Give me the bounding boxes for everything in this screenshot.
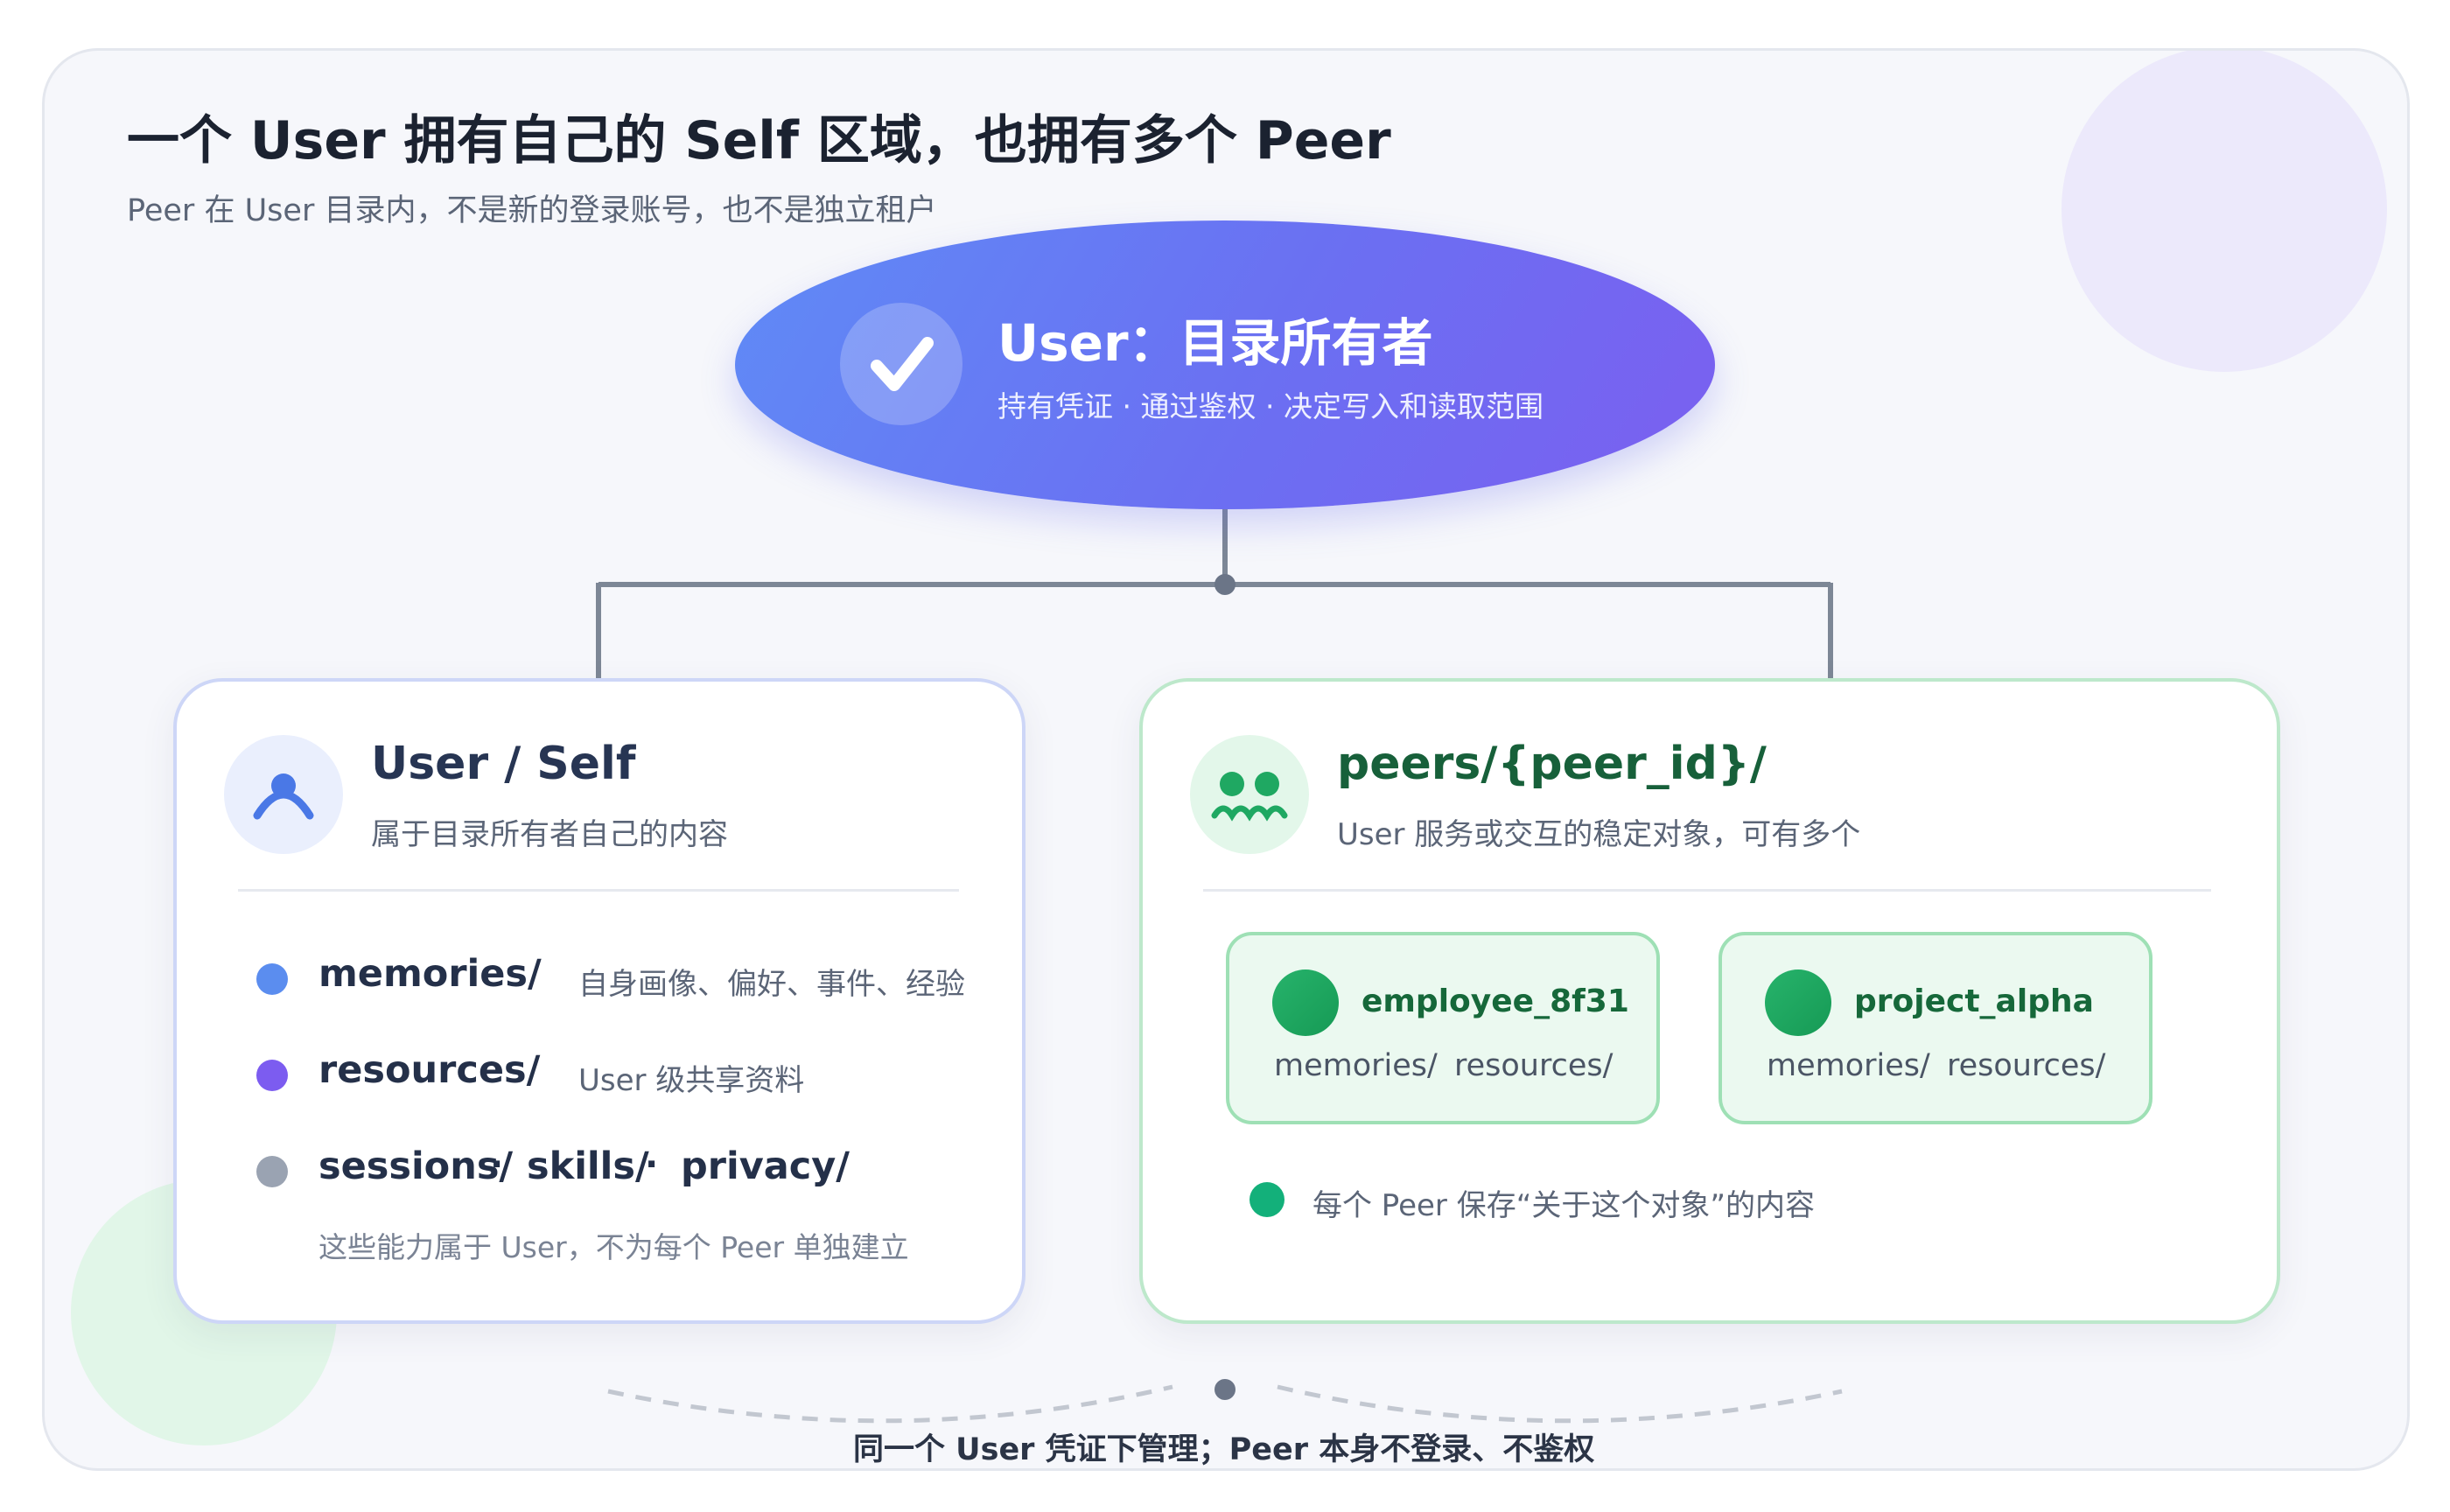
shared-dot [256, 1156, 288, 1187]
self-item-memories: memories/ [318, 952, 542, 996]
peer-name-project: project_alpha [1854, 984, 2094, 1019]
peer-avatar-employee [1272, 970, 1339, 1036]
self-item-sessions: sessions/ [318, 1144, 514, 1188]
separator-2: · [645, 1144, 659, 1185]
junction-dot [1214, 574, 1236, 595]
owner-icon-circle [840, 303, 962, 425]
self-avatar [224, 735, 343, 854]
separator-1: · [490, 1144, 504, 1185]
check-icon [871, 337, 934, 391]
user-icon [253, 774, 314, 820]
self-item-skills: skills/ [527, 1144, 649, 1188]
resources-dot [256, 1060, 288, 1091]
memories-dot [256, 963, 288, 995]
self-shared-desc: 这些能力属于 User，不为每个 Peer 单独建立 [318, 1230, 909, 1264]
peer-dir-memories: memories/ [1274, 1048, 1438, 1083]
self-item-memories-desc: 自身画像、偏好、事件、经验 [578, 967, 965, 1002]
bottom-arc-left [607, 1384, 1173, 1424]
peers-panel-title: peers/{peer_id}/ [1337, 738, 1767, 790]
peer-note-dot [1250, 1182, 1284, 1217]
peer-name-employee: employee_8f31 [1362, 984, 1629, 1019]
owner-node [735, 220, 1715, 509]
page-subtitle: Peer 在 User 目录内，不是新的登录账号，也不是独立租户 [127, 193, 937, 228]
footer-note: 同一个 User 凭证下管理；Peer 本身不登录、不鉴权 [853, 1432, 1595, 1467]
peer-dir-resources: resources/ [1947, 1048, 2106, 1083]
owner-title: User：目录所有者 [998, 313, 1433, 373]
self-panel-title: User / Self [371, 738, 636, 790]
self-divider [238, 889, 959, 892]
bottom-arc-right [1277, 1384, 1843, 1424]
self-item-resources: resources/ [318, 1048, 541, 1092]
tree-connector [596, 509, 1833, 678]
peers-panel-subtitle: User 服务或交互的稳定对象，可有多个 [1337, 817, 1861, 852]
peer-dir-memories: memories/ [1767, 1048, 1930, 1083]
peers-avatar [1190, 735, 1309, 854]
decorative-circle-purple [2062, 51, 2387, 372]
self-item-privacy: privacy/ [681, 1144, 850, 1188]
peer-dir-resources: resources/ [1454, 1048, 1614, 1083]
peers-divider [1203, 889, 2211, 892]
people-icon [1211, 772, 1288, 822]
self-item-resources-desc: User 级共享资料 [578, 1063, 805, 1098]
self-panel-subtitle: 属于目录所有者自己的内容 [371, 817, 728, 852]
peer-note: 每个 Peer 保存“关于这个对象”的内容 [1312, 1188, 1815, 1223]
bottom-dot [1214, 1379, 1236, 1400]
page-title: 一个 User 拥有自己的 Self 区域，也拥有多个 Peer [127, 110, 1391, 172]
owner-subtitle: 持有凭证 · 通过鉴权 · 决定写入和读取范围 [998, 389, 1544, 424]
peer-avatar-project [1765, 970, 1831, 1036]
